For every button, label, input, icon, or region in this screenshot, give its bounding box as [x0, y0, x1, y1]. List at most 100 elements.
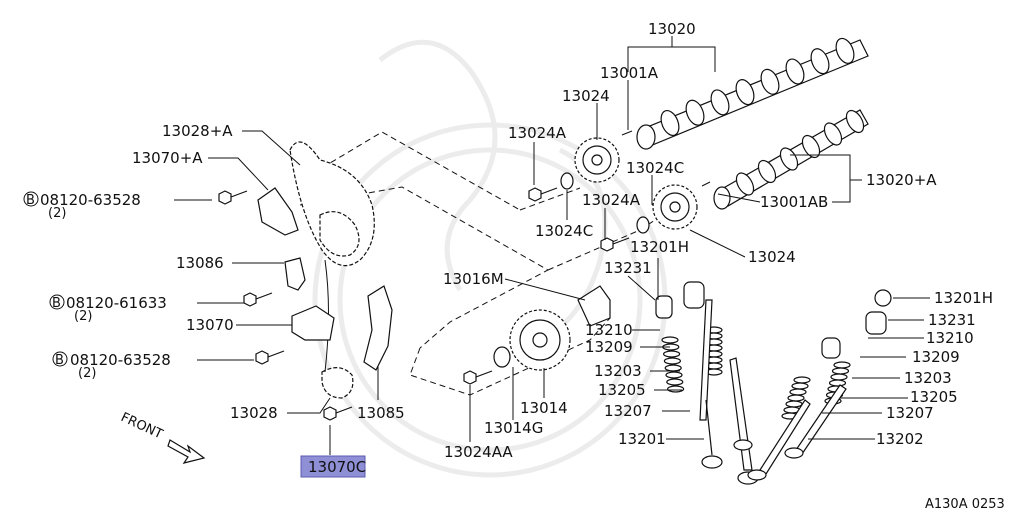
- label-13024a-mid[interactable]: 13024A: [582, 191, 641, 209]
- cam-lobe: [810, 48, 830, 75]
- camshaft-sprocket-right: [652, 184, 698, 230]
- label-13024-right[interactable]: 13024: [748, 248, 796, 266]
- valve-spring-coil: [789, 388, 807, 396]
- washer-13024c-left: [560, 172, 574, 190]
- label-13209-right[interactable]: 13209: [912, 348, 960, 366]
- dowel-pin-lower: [701, 181, 711, 187]
- front-label: FRONT: [118, 410, 165, 442]
- bolt-group: [218, 187, 630, 421]
- camshaft-sprocket-left: [574, 137, 620, 183]
- label-13202[interactable]: 13202: [876, 430, 924, 448]
- label-13028[interactable]: 13028: [230, 404, 278, 422]
- label-13231-mid[interactable]: 13231: [604, 259, 652, 277]
- label-13203-right[interactable]: 13203: [904, 369, 952, 387]
- bolt-code: 08120-63528: [40, 191, 141, 209]
- label-13016m[interactable]: 13016M: [443, 270, 504, 288]
- bolt-shank: [267, 350, 285, 358]
- diagram-code: A130A 0253: [925, 497, 1005, 511]
- valve-train-middle: [655, 281, 759, 485]
- bolt-shank: [612, 237, 630, 245]
- label-13014[interactable]: 13014: [520, 399, 568, 417]
- bolt-qty: (2): [74, 309, 92, 324]
- bolt-callout-2[interactable]: B 08120-61633 (2): [49, 294, 167, 324]
- label-13086[interactable]: 13086: [176, 254, 224, 272]
- bolt-icon: [323, 406, 337, 421]
- camshaft-upper: [636, 37, 869, 150]
- label-13028a[interactable]: 13028+A: [162, 122, 233, 140]
- leader-lines: [174, 36, 930, 455]
- label-13201h-mid[interactable]: 13201H: [630, 238, 689, 256]
- slack-guide-13085: [363, 285, 393, 371]
- b-marker-icon: [52, 351, 68, 367]
- label-13210-right[interactable]: 13210: [926, 329, 974, 347]
- label-13205-mid[interactable]: 13205: [598, 381, 646, 399]
- bolt-code: 08120-63528: [70, 351, 171, 369]
- cam-lobe: [785, 58, 805, 85]
- bolt-code: 08120-61633: [66, 294, 167, 312]
- front-arrow-icon: [167, 439, 206, 464]
- label-13201[interactable]: 13201: [618, 430, 666, 448]
- bolt-icon: [255, 350, 269, 365]
- bolt-marker: B: [55, 353, 64, 368]
- valve-spring-coil: [828, 379, 847, 387]
- part-labels: 13020 13001A 13024 13024A 13024C 13020+A…: [132, 20, 993, 476]
- bolt-qty: (2): [78, 366, 96, 381]
- valve-spring-coil: [661, 336, 679, 344]
- cam-lobe: [757, 159, 777, 184]
- washer-13024c-right: [636, 216, 650, 234]
- timing-chain-upper: [289, 141, 375, 267]
- chain-tensioner-13070a: [257, 187, 299, 236]
- label-13070a[interactable]: 13070+A: [132, 149, 203, 167]
- bolt-callout-1[interactable]: B 08120-63528 (2): [23, 191, 141, 221]
- highlight-13070c[interactable]: [300, 455, 366, 478]
- bolt-icon: [600, 237, 614, 252]
- label-13203-mid[interactable]: 13203: [594, 362, 642, 380]
- label-13085[interactable]: 13085: [357, 404, 405, 422]
- idler-shaft-13016m: [577, 285, 611, 327]
- bolt-icon: [243, 292, 257, 307]
- label-13207-mid[interactable]: 13207: [604, 402, 652, 420]
- label-13020a[interactable]: 13020+A: [866, 171, 937, 189]
- label-13205-right[interactable]: 13205: [910, 388, 958, 406]
- label-13001a[interactable]: 13001A: [600, 64, 659, 82]
- label-13001ab[interactable]: 13001AB: [760, 193, 828, 211]
- label-13024c-right[interactable]: 13024C: [626, 159, 684, 177]
- dowel-pin-upper: [621, 130, 633, 136]
- bolt-icon: [218, 190, 232, 205]
- label-13209-mid[interactable]: 13209: [585, 338, 633, 356]
- valve-spring-coil: [662, 350, 681, 358]
- label-13024c-left[interactable]: 13024C: [535, 222, 593, 240]
- bolt-qty: (2): [48, 206, 66, 221]
- bolt-shank: [475, 370, 493, 378]
- bolt-marker: B: [52, 296, 61, 311]
- washer-13014g: [493, 346, 511, 368]
- label-13070c[interactable]: 13070C: [308, 458, 366, 476]
- label-13070[interactable]: 13070: [186, 316, 234, 334]
- label-13024a-top[interactable]: 13024A: [508, 124, 567, 142]
- label-13210-mid[interactable]: 13210: [585, 321, 633, 339]
- valve-spring-coil: [787, 394, 805, 402]
- label-13201h-right[interactable]: 13201H: [934, 289, 993, 307]
- label-13207-right[interactable]: 13207: [886, 404, 934, 422]
- label-13024aa[interactable]: 13024AA: [444, 443, 513, 461]
- valve-spring-coil: [665, 371, 683, 379]
- cam-lobe: [760, 68, 780, 95]
- label-13024-top[interactable]: 13024: [562, 87, 610, 105]
- cam-lobe: [835, 37, 855, 64]
- front-indicator: FRONT: [118, 410, 206, 464]
- cam-lobe: [660, 109, 680, 137]
- camshaft-lower: [713, 109, 869, 210]
- valve-spring-coil: [833, 361, 851, 369]
- bolt-icon: [463, 370, 477, 385]
- valve-spring-coil: [666, 378, 684, 386]
- bolt-icon: [528, 187, 542, 202]
- label-13020[interactable]: 13020: [648, 20, 696, 38]
- bolt-callout-3[interactable]: B 08120-63528 (2): [52, 351, 171, 381]
- b-marker-icon: [23, 191, 39, 207]
- label-13014g[interactable]: 13014G: [484, 419, 543, 437]
- cam-lobe: [801, 134, 821, 159]
- cam-lobe: [710, 89, 730, 116]
- valve-spring-coil: [664, 364, 682, 372]
- label-13231-right[interactable]: 13231: [928, 311, 976, 329]
- cam-lobe: [735, 79, 755, 106]
